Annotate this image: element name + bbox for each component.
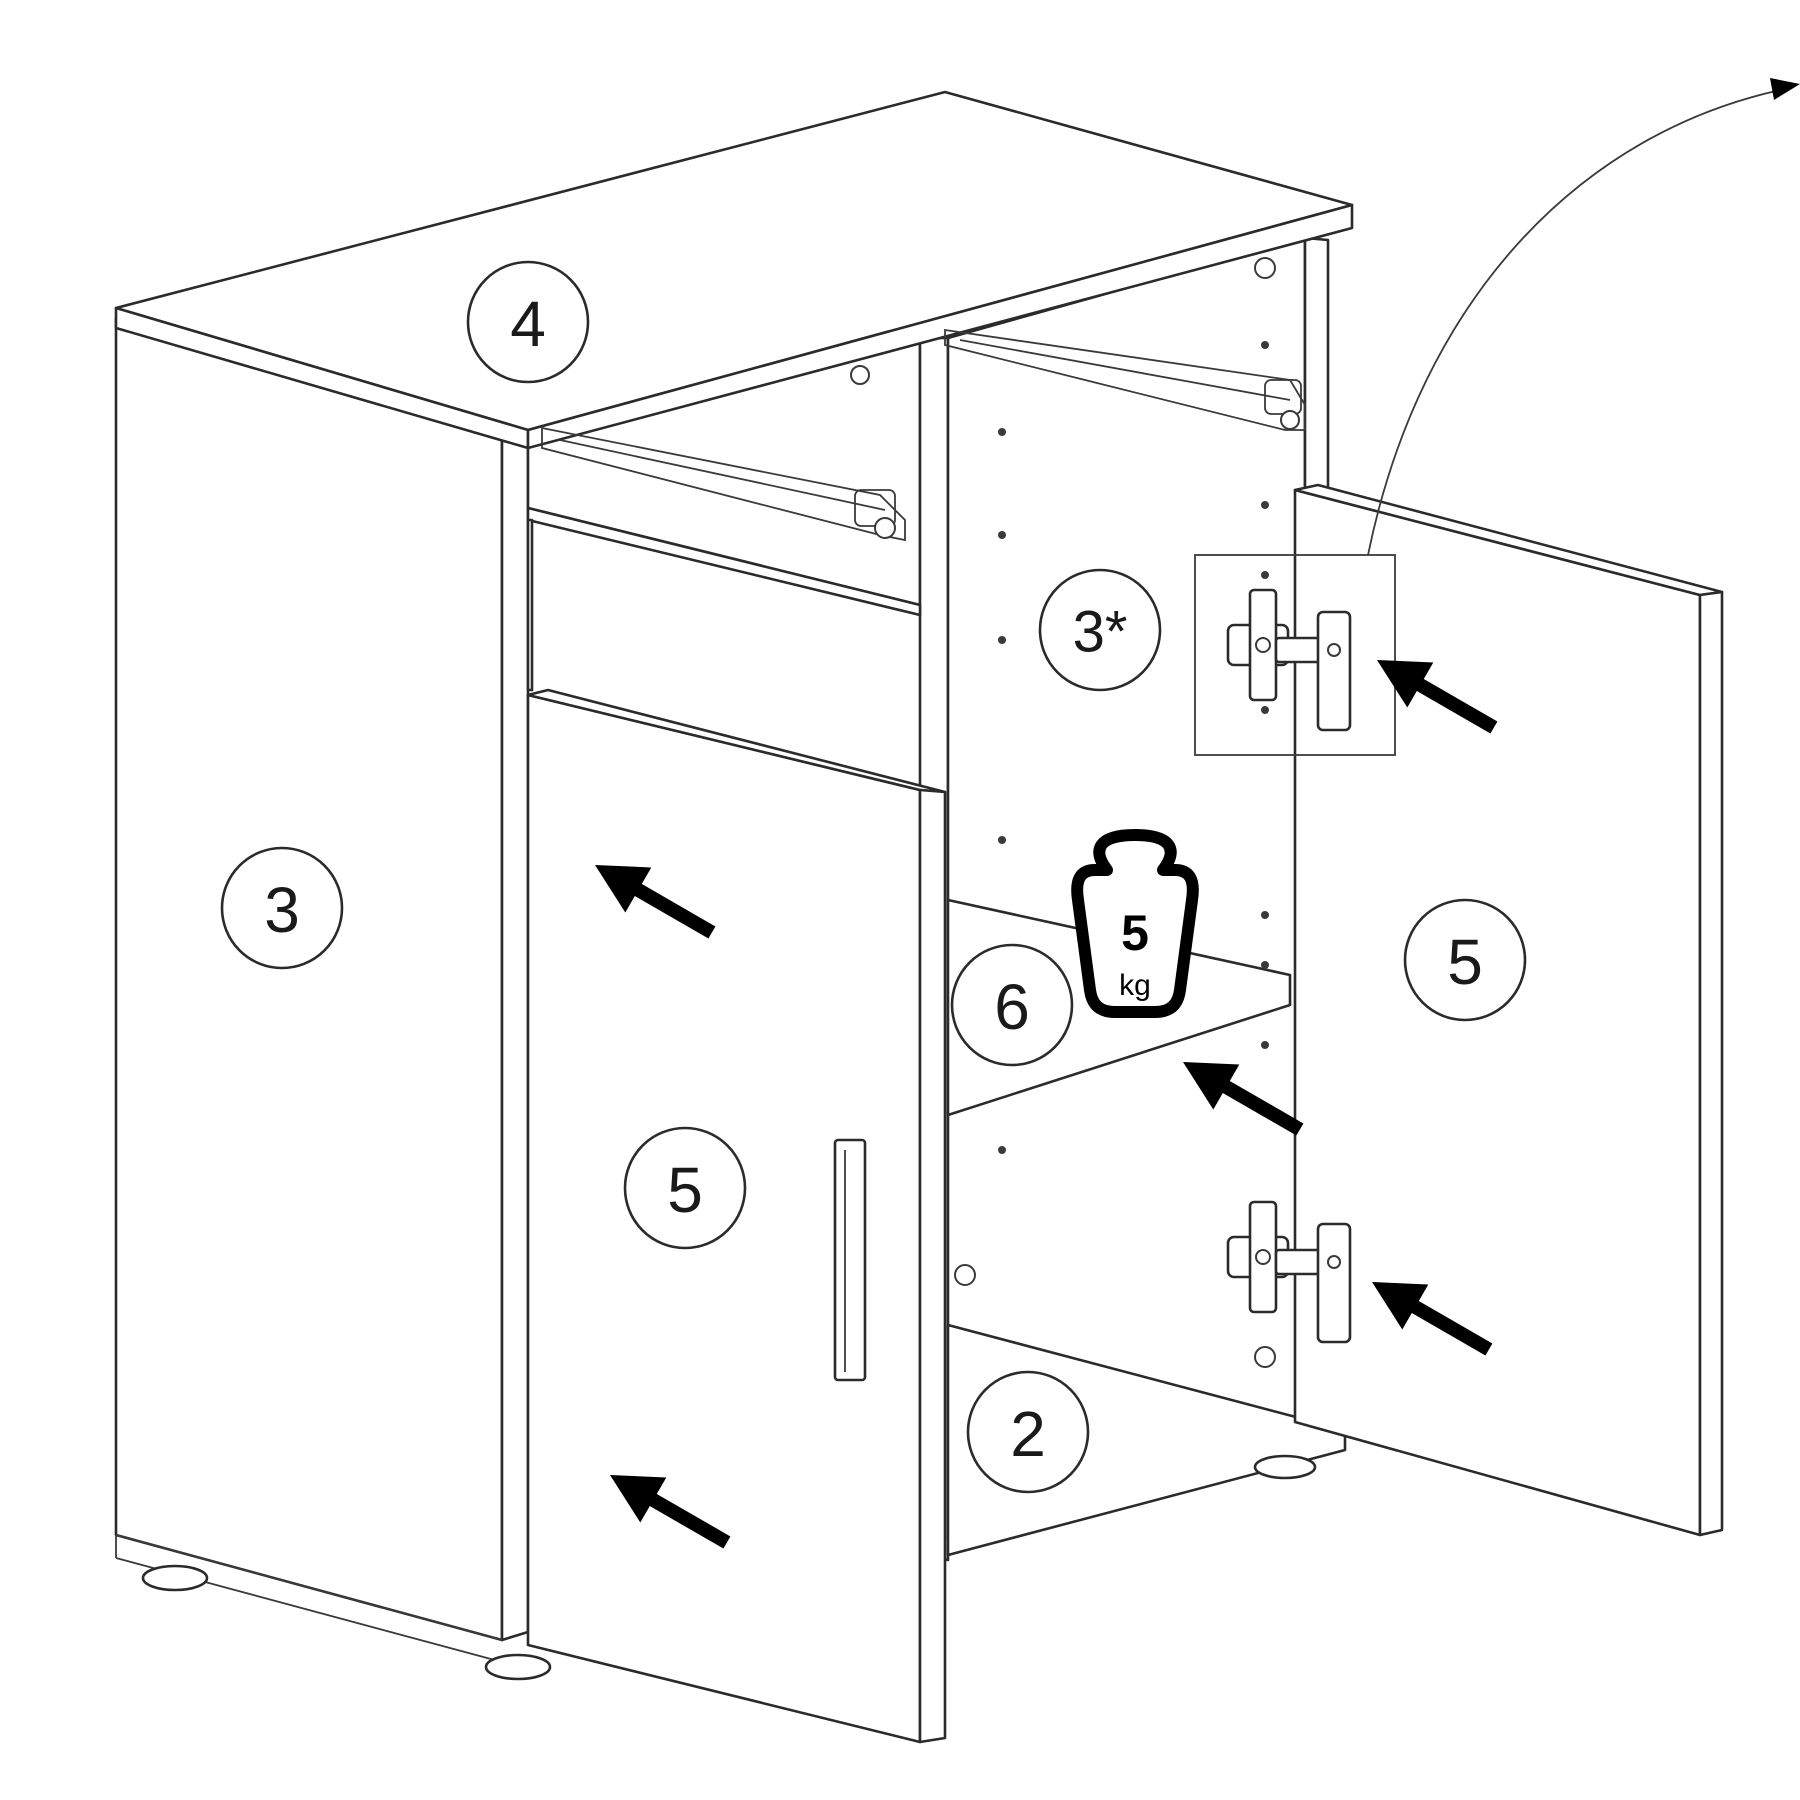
callout-side-panel: 3 xyxy=(220,846,344,970)
weight-icon: 5 kg xyxy=(1071,829,1199,1018)
callout-left-door: 5 xyxy=(623,1126,747,1250)
curved-pointer-arrow xyxy=(1367,78,1800,556)
callout-right-door: 5 xyxy=(1403,898,1527,1022)
weight-value: 5 xyxy=(1121,905,1149,961)
callout-label: 3 xyxy=(264,874,300,946)
callout-shelf: 6 xyxy=(950,943,1074,1067)
drawer-runner-icon xyxy=(541,426,906,542)
foot xyxy=(1253,1454,1317,1480)
callout-label: 2 xyxy=(1010,1398,1046,1470)
callout-label: 5 xyxy=(667,1154,703,1226)
arrow-icon xyxy=(610,1475,731,1549)
weight-unit: kg xyxy=(1119,969,1151,1002)
foot xyxy=(484,1653,552,1681)
panel-holes xyxy=(850,257,1644,1368)
right-door xyxy=(1293,483,1724,1537)
foot xyxy=(141,1564,209,1592)
callout-bottom-panel: 2 xyxy=(966,1370,1090,1494)
top-panel xyxy=(114,90,1354,450)
drawer-runner-icon xyxy=(944,328,1306,431)
hinge-icon xyxy=(1226,1200,1352,1344)
callout-right-side-panel: 3* xyxy=(1038,568,1162,692)
hinge-detail-box xyxy=(1194,554,1396,756)
left-side-panel xyxy=(114,316,552,1681)
arrow-icon xyxy=(1377,660,1498,734)
callout-label: 5 xyxy=(1447,926,1483,998)
callout-label: 4 xyxy=(510,288,546,360)
callout-top-panel: 4 xyxy=(466,260,590,384)
callout-label: 6 xyxy=(994,971,1030,1043)
arrow-icon xyxy=(1183,1062,1304,1136)
hinge-icon xyxy=(1226,588,1352,732)
callout-label: 3* xyxy=(1073,600,1128,665)
arrow-icon xyxy=(1372,1282,1493,1356)
arrow-icon xyxy=(595,865,716,939)
door-handle xyxy=(833,1138,867,1382)
